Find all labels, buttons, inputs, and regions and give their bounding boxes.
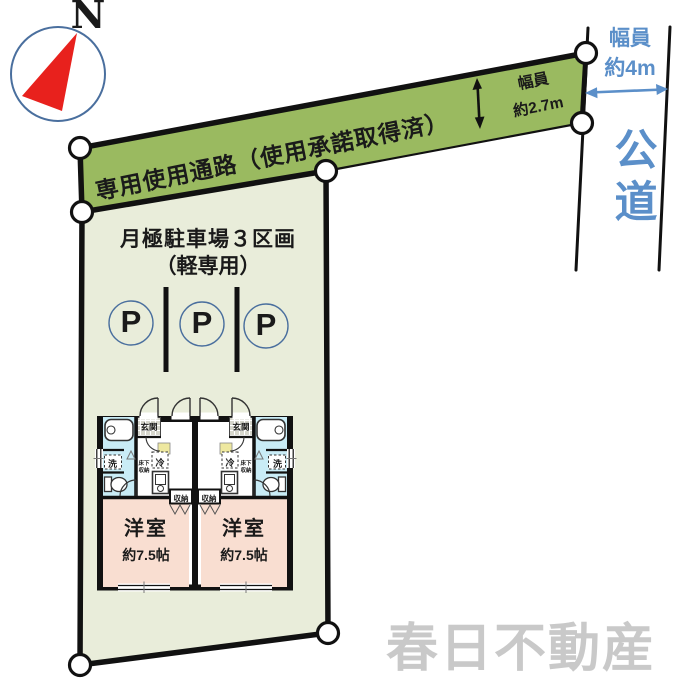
north-needle-icon: [22, 33, 77, 111]
road-width-caption: 幅員: [609, 27, 651, 50]
road-width-label: 幅員 約4m: [592, 24, 668, 85]
compass-icon: [10, 26, 106, 122]
closet-label-left: 収納: [173, 493, 189, 503]
parking-subtitle: （軽専用）: [155, 255, 261, 278]
washer-label-right: 洗: [272, 459, 282, 469]
boundary-vertices: [67, 40, 599, 678]
room-size-label-left: 約7.5帖: [122, 547, 170, 563]
underfloor-line1: 床下: [240, 461, 252, 467]
underfloor-storage-label-left: 床下 収納: [136, 461, 152, 475]
parking-space-symbol: P: [191, 305, 213, 340]
room-name-label-left: 洋室: [124, 518, 168, 540]
road-width-arrow: [585, 84, 668, 99]
parking-space-circles: [108, 300, 289, 349]
parking-space-symbol: P: [120, 304, 142, 339]
floorplan-shape: [91, 396, 299, 595]
entrance-label-left: 玄関: [140, 422, 158, 432]
parking-space-symbol: P: [255, 307, 277, 342]
underfloor-line1: 床下: [138, 461, 150, 467]
room-size-label-right: 約7.5帖: [220, 547, 268, 563]
entrance-label-right: 玄関: [232, 422, 250, 432]
public-road-label: 公道: [608, 127, 656, 231]
parking-dividers: [163, 287, 240, 372]
parking-title: 月極駐車場３区画: [120, 228, 296, 251]
fridge-label-right: 冷: [225, 458, 235, 468]
road-width-value: 約4m: [604, 57, 656, 81]
underfloor-storage-label-right: 床下 収納: [238, 461, 254, 475]
washer-label-left: 洗: [107, 459, 117, 469]
closet-label-right: 収納: [201, 493, 217, 503]
compass-north-label: N: [70, 0, 106, 37]
underfloor-line2: 収納: [240, 467, 252, 474]
fridge-label-left: 冷: [155, 458, 165, 468]
corridor-width-arrow: [472, 78, 485, 129]
room-name-label-right: 洋室: [222, 518, 266, 540]
watermark: 春日不動産: [386, 620, 657, 678]
road-lines: [574, 25, 672, 272]
underfloor-line2: 収納: [138, 467, 150, 474]
